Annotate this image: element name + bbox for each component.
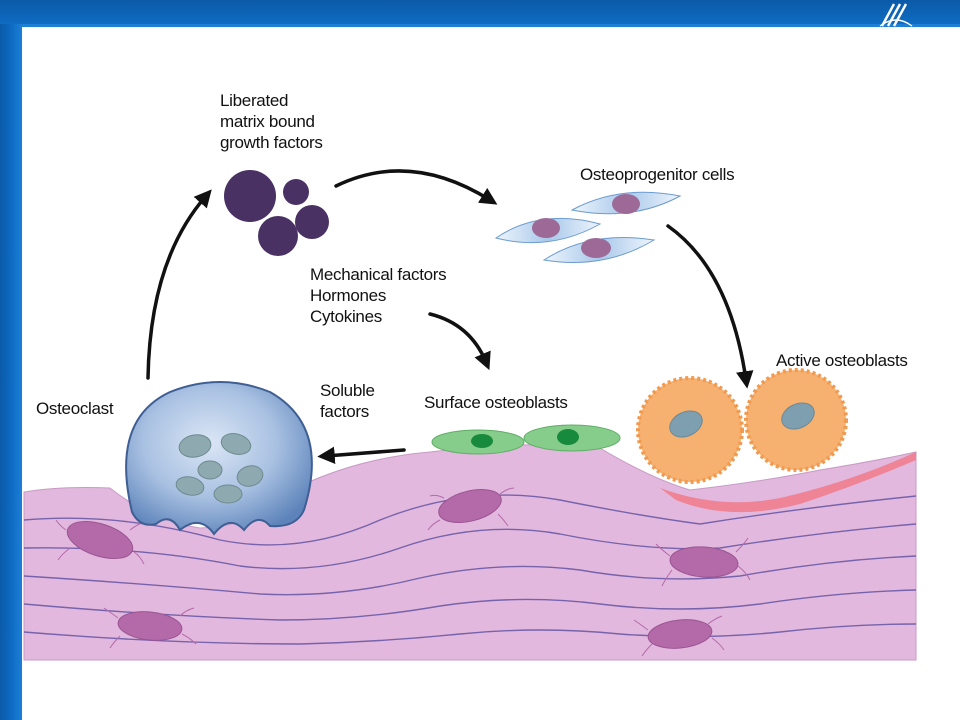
label-soluble-factors: Soluble factors [320, 381, 375, 421]
osteocytes [55, 487, 751, 657]
osteocyte [655, 537, 751, 587]
bone-lamellae [23, 494, 917, 645]
arrow-growth-factors-to-progenitors [334, 169, 498, 205]
growth-factors [224, 170, 329, 256]
osteocyte [55, 519, 145, 565]
slide-top-bar [0, 0, 960, 24]
osteoid-layer [660, 452, 916, 513]
osteocyte [103, 607, 197, 649]
label-mechanical-factors: Mechanical factors Hormones Cytokines [310, 265, 447, 326]
growth-factor-particle [295, 205, 329, 239]
osteoclast-nuclei [175, 433, 264, 504]
osteoprogenitor-cell [494, 217, 602, 244]
label-surface-osteoblasts: Surface osteoblasts [424, 393, 568, 412]
arrow-osteoclast-to-growth-factors [146, 189, 212, 380]
arrow-surface-osteoblasts-to-osteoclast [317, 446, 406, 465]
lamella-line [23, 589, 917, 621]
osteoprogenitor-cell [570, 191, 682, 215]
surface-osteoblasts [431, 424, 621, 455]
nucleus [213, 484, 243, 504]
growth-factor-particle [283, 179, 309, 205]
active-osteoblast [636, 376, 744, 484]
lamella-line [23, 523, 917, 570]
label-growth-factors: Liberated matrix bound growth factors [220, 91, 323, 152]
osteocyte [427, 487, 515, 531]
label-osteoprogenitor-cells: Osteoprogenitor cells [580, 165, 735, 184]
arrow-progenitors-to-active-osteoblasts [666, 224, 754, 389]
osteoblast-nucleus [669, 410, 703, 438]
osteoprogenitor-cells [494, 191, 682, 263]
growth-factor-particle [224, 170, 276, 222]
nucleus [175, 476, 205, 496]
arrows [146, 169, 754, 465]
nucleus [197, 460, 223, 480]
nucleus [178, 434, 212, 458]
osteoprogenitor-cell [542, 237, 656, 263]
lamella-line [23, 555, 917, 596]
lamella-line [23, 623, 917, 645]
label-osteoclast: Osteoclast [36, 399, 114, 418]
growth-factor-particle [258, 216, 298, 256]
surface-osteoblast-nucleus [557, 429, 579, 445]
label-active-osteoblasts: Active osteoblasts [776, 351, 908, 370]
active-osteoblasts [636, 368, 848, 484]
nucleus [220, 433, 252, 455]
osteoclast [125, 381, 313, 536]
active-osteoblast [744, 368, 848, 472]
osteoblast-nucleus [781, 402, 815, 430]
arrow-factors-to-surface-osteoblasts [428, 312, 491, 371]
brand-logo [879, 3, 913, 27]
nucleus [236, 465, 264, 487]
surface-osteoblast-nucleus [471, 434, 493, 448]
osteoclast-body [125, 381, 313, 536]
osteocyte [633, 615, 725, 657]
